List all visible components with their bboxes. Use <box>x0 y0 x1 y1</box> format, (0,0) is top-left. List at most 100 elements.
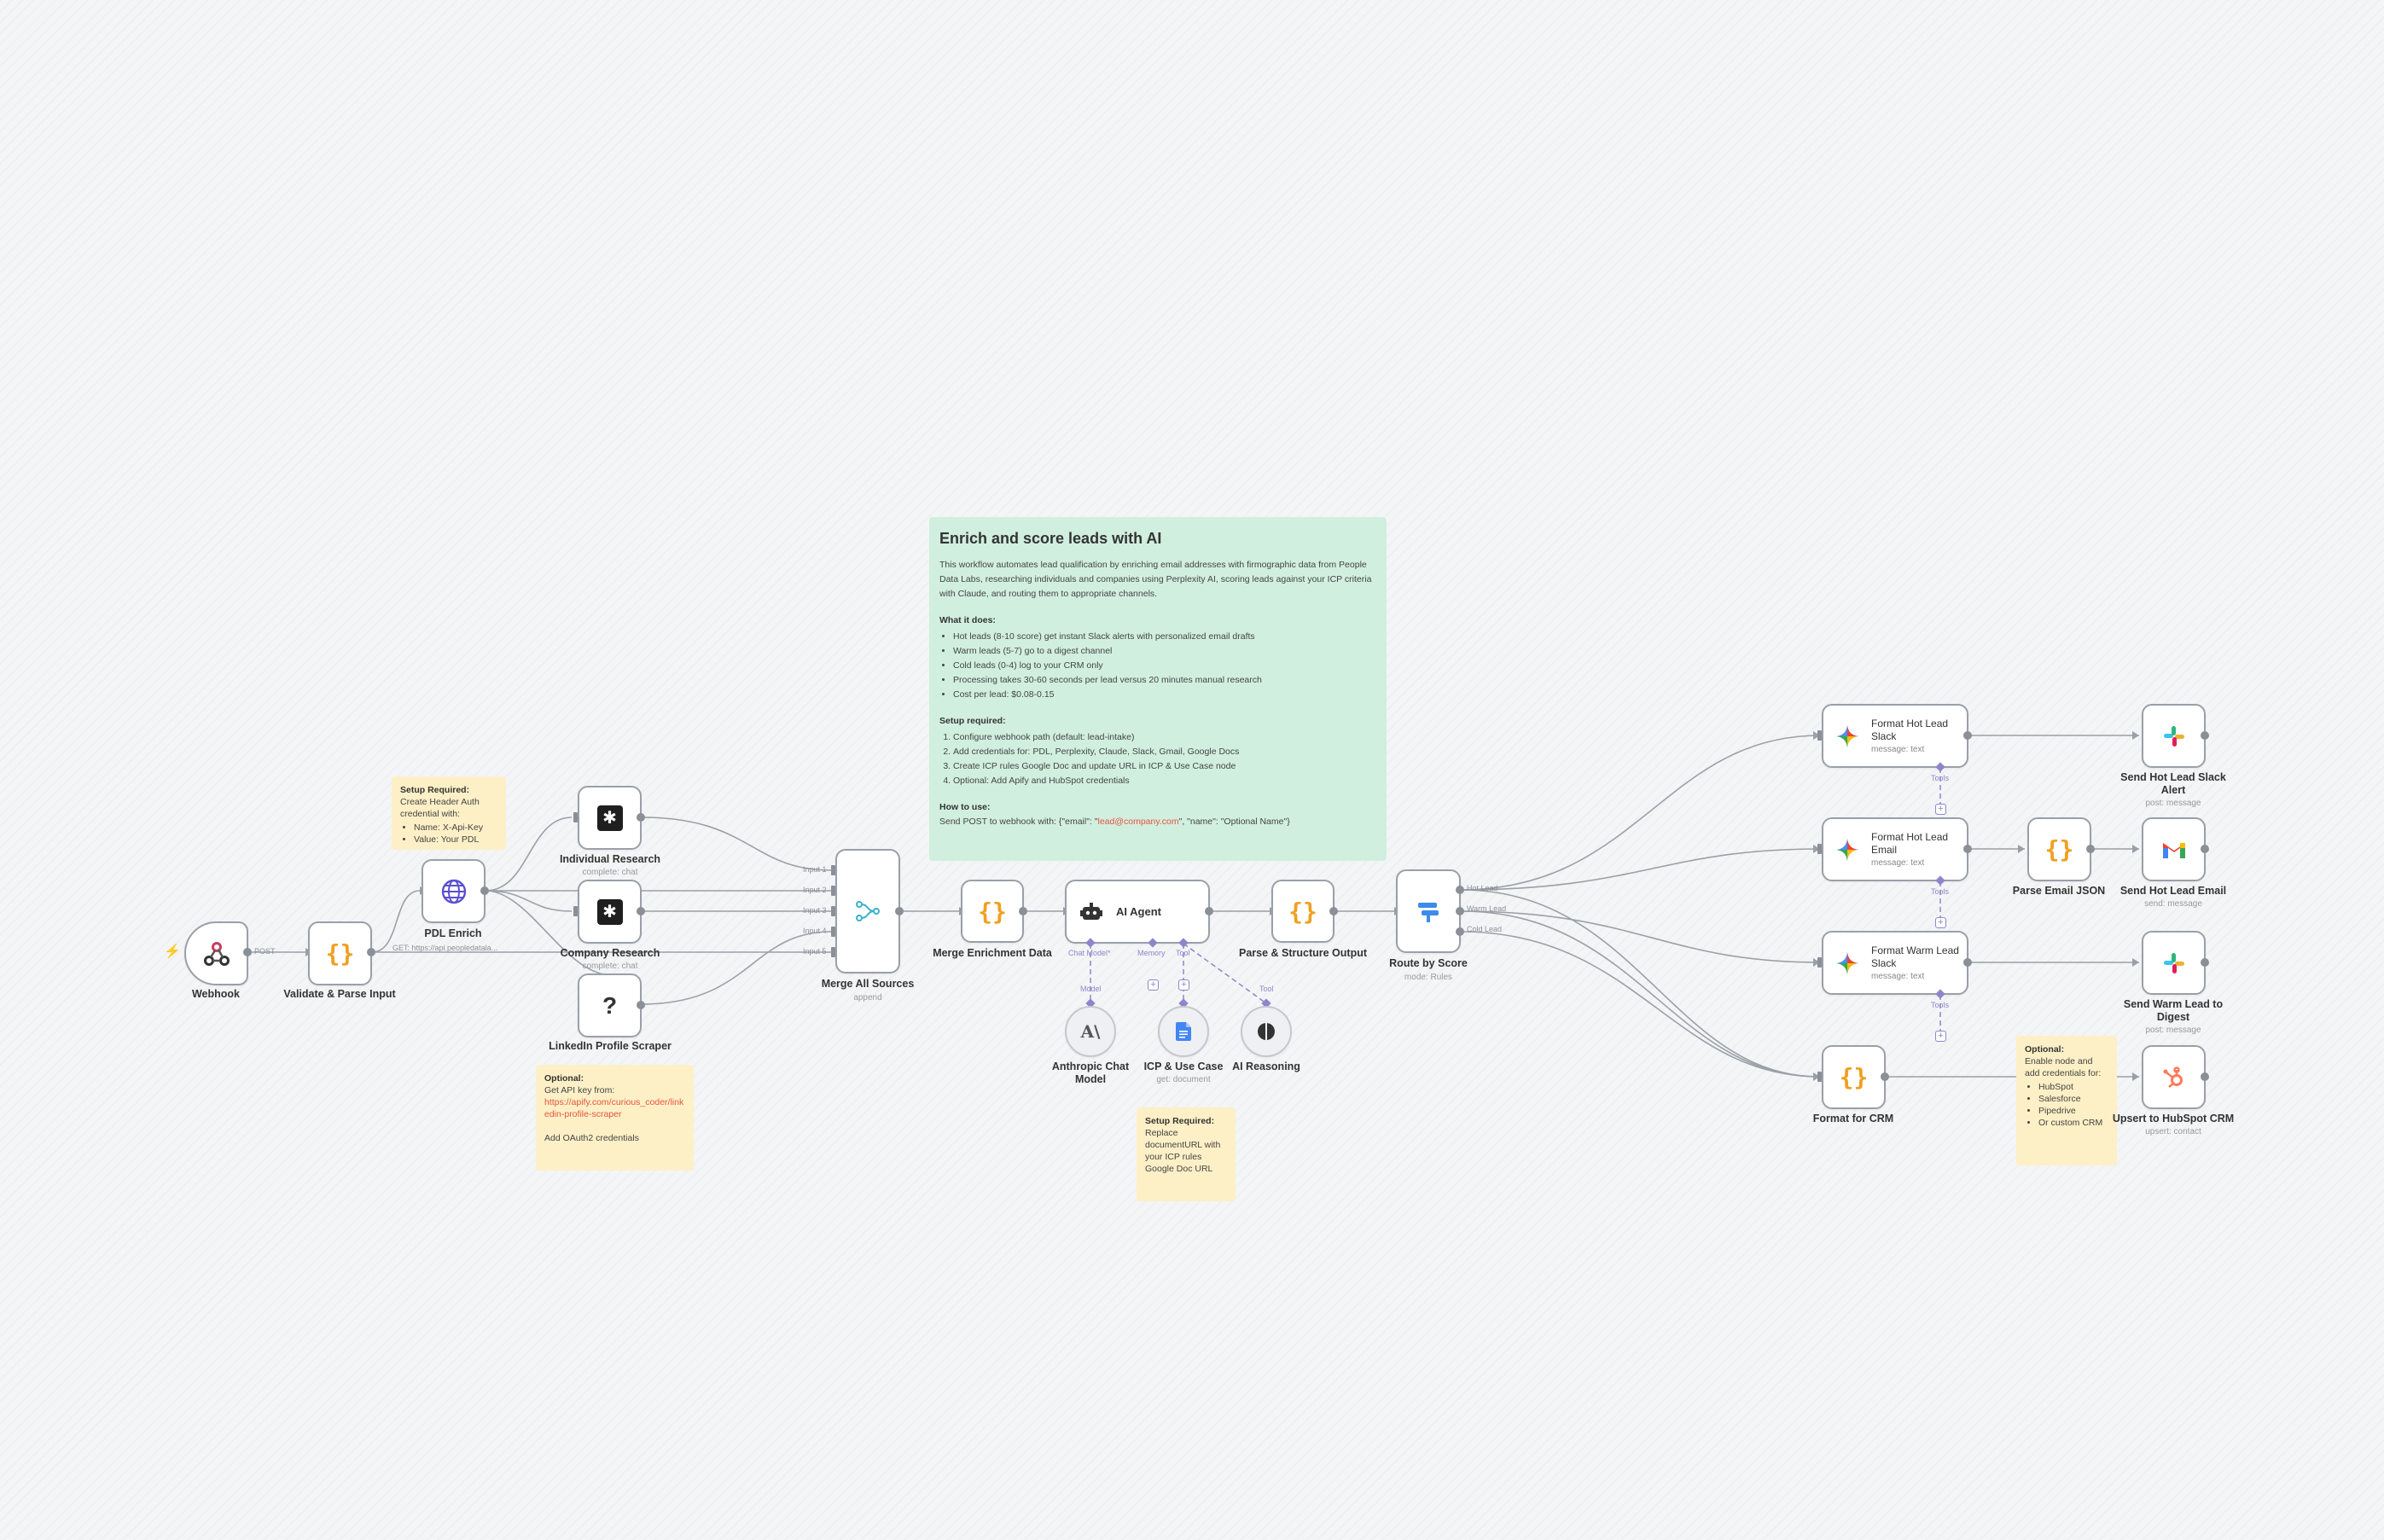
upsert-hubspot-output[interactable] <box>2201 1072 2209 1081</box>
add-tool-button[interactable]: + <box>1178 979 1189 991</box>
add-tool-button[interactable]: + <box>1935 804 1946 815</box>
node-individual-research[interactable]: ✱ <box>578 786 642 850</box>
parse-structure-output-port[interactable] <box>1329 907 1338 915</box>
route-output-cold[interactable] <box>1456 927 1464 936</box>
chat-model-port-label: Chat Model* <box>1068 949 1111 957</box>
format-warm-slack-input[interactable] <box>1817 957 1822 968</box>
add-tool-button[interactable]: + <box>1935 917 1946 928</box>
node-format-crm[interactable]: {} <box>1822 1045 1886 1109</box>
gmail-icon <box>2162 842 2185 858</box>
node-parse-structure[interactable]: {} <box>1271 880 1334 943</box>
how-heading: How to use: <box>939 802 991 812</box>
what-list: Hot leads (8-10 score) get instant Slack… <box>939 630 1376 702</box>
send-hot-slack-output[interactable] <box>2201 731 2209 740</box>
node-pdl-enrich[interactable] <box>422 859 486 923</box>
ai-agent-label: AI Agent <box>1116 905 1161 918</box>
sticky-list-item: Value: Your PDL <box>414 834 497 846</box>
company-input-port[interactable] <box>573 906 578 916</box>
format-warm-slack-output[interactable] <box>1963 958 1972 967</box>
node-format-warm-slack[interactable]: Format Warm Lead Slack message: text <box>1822 931 1968 995</box>
model-port-label: Model <box>1080 985 1102 993</box>
format-crm-output[interactable] <box>1881 1072 1889 1081</box>
merge-input-port-4[interactable] <box>831 927 835 937</box>
merge-input-label: Input 1 <box>803 865 827 874</box>
individual-input-port[interactable] <box>573 812 578 822</box>
linkedin-output-port[interactable] <box>637 1001 645 1009</box>
merge-output-port[interactable] <box>895 907 904 915</box>
format-warm-slack-label: Format Warm Lead Slack <box>1871 944 1959 969</box>
send-warm-slack-label: Send Warm Lead to Digest <box>2123 998 2224 1023</box>
individual-output-port[interactable] <box>637 813 645 822</box>
node-upsert-hubspot[interactable] <box>2142 1045 2206 1109</box>
reasoning-label: AI Reasoning <box>1232 1061 1300 1072</box>
sticky-setup-pdl[interactable]: Setup Required: Create Header Auth crede… <box>392 776 506 850</box>
node-company-research[interactable]: ✱ <box>578 880 642 944</box>
merge-enrich-output-port[interactable] <box>1019 907 1027 915</box>
pdl-output-port[interactable] <box>480 886 489 895</box>
format-hot-slack-input[interactable] <box>1817 730 1822 741</box>
node-merge-all-sources[interactable] <box>835 849 900 973</box>
sticky-setup-icp[interactable]: Setup Required: Replace documentURL with… <box>1137 1107 1236 1201</box>
route-output-hot[interactable] <box>1456 886 1464 894</box>
how-prefix: Send POST to webhook with: {"email": " <box>939 816 1098 827</box>
sticky-optional-crm[interactable]: Optional: Enable node and add credential… <box>2016 1036 2117 1165</box>
setup-list: Configure webhook path (default: lead-in… <box>939 730 1376 788</box>
hubspot-icon <box>2163 1066 2183 1088</box>
sticky-body: Get API key from: <box>544 1085 615 1095</box>
parse-email-label: Parse Email JSON <box>2012 885 2106 897</box>
sticky-title: Optional: <box>544 1073 584 1084</box>
sticky-footer: Add OAuth2 credentials <box>544 1133 639 1143</box>
sticky-list-item: Pipedrive <box>2038 1105 2108 1117</box>
company-output-port[interactable] <box>637 907 645 915</box>
node-icp-use-case[interactable] <box>1158 1006 1209 1057</box>
parse-email-output[interactable] <box>2086 845 2095 853</box>
route-output-warm[interactable] <box>1456 907 1464 915</box>
webhook-output-port[interactable] <box>243 948 252 956</box>
node-webhook[interactable] <box>184 921 248 985</box>
validate-label: Validate & Parse Input <box>283 988 396 1000</box>
merge-input-port-3[interactable] <box>831 906 835 916</box>
node-ai-agent[interactable]: AI Agent <box>1065 880 1210 944</box>
company-label: Company Research <box>560 947 660 959</box>
slack-icon <box>2163 725 2184 747</box>
sticky-title: Setup Required: <box>400 785 470 795</box>
node-send-hot-slack[interactable] <box>2142 704 2206 768</box>
apify-link[interactable]: https://apify.com/curious_coder/linkedin… <box>544 1097 684 1119</box>
merge-all-subtitle: append <box>853 993 882 1002</box>
format-hot-slack-output[interactable] <box>1963 731 1972 740</box>
format-hot-email-input[interactable] <box>1817 844 1822 854</box>
node-route-by-score[interactable] <box>1396 869 1461 953</box>
node-validate-parse[interactable]: {} <box>308 921 372 985</box>
anthropic-label: Anthropic Chat Model <box>1051 1061 1130 1085</box>
merge-input-port-1[interactable] <box>831 865 835 875</box>
sticky-main-description[interactable]: Enrich and score leads with AI This work… <box>929 517 1387 861</box>
send-hot-slack-label: Send Hot Lead Slack Alert <box>2120 771 2226 796</box>
send-hot-slack-subtitle: post: message <box>2145 799 2201 808</box>
reasoning-port-label: Tool <box>1259 985 1274 993</box>
upsert-hubspot-subtitle: upsert: contact <box>2145 1127 2201 1136</box>
add-tool-button[interactable]: + <box>1935 1031 1946 1042</box>
node-format-hot-email[interactable]: Format Hot Lead Email message: text <box>1822 817 1968 881</box>
merge-input-port-2[interactable] <box>831 886 835 896</box>
format-hot-email-output[interactable] <box>1963 845 1972 853</box>
what-item: Hot leads (8-10 score) get instant Slack… <box>953 630 1376 644</box>
send-warm-slack-output[interactable] <box>2201 958 2209 967</box>
validate-output-port[interactable] <box>367 948 375 956</box>
sticky-optional-apify[interactable]: Optional: Get API key from: https://apif… <box>536 1065 694 1171</box>
node-ai-reasoning[interactable] <box>1241 1006 1292 1057</box>
node-linkedin-scraper[interactable]: ? <box>578 973 642 1037</box>
merge-input-label: Input 5 <box>803 947 827 956</box>
node-parse-email-json[interactable]: {} <box>2027 817 2091 881</box>
node-anthropic-chat-model[interactable]: A\ <box>1065 1006 1116 1057</box>
merge-input-port-5[interactable] <box>831 947 835 957</box>
add-memory-button[interactable]: + <box>1148 979 1159 991</box>
sticky-list: HubSpot Salesforce Pipedrive Or custom C… <box>2025 1081 2108 1129</box>
node-format-hot-slack[interactable]: Format Hot Lead Slack message: text <box>1822 704 1968 768</box>
format-crm-input[interactable] <box>1817 1072 1822 1082</box>
node-merge-enrichment[interactable]: {} <box>961 880 1024 943</box>
node-send-hot-email[interactable] <box>2142 817 2206 881</box>
send-hot-email-output[interactable] <box>2201 845 2209 853</box>
format-hot-email-label: Format Hot Lead Email <box>1871 831 1949 856</box>
node-send-warm-slack[interactable] <box>2142 931 2206 995</box>
ai-agent-output-port[interactable] <box>1205 907 1213 915</box>
